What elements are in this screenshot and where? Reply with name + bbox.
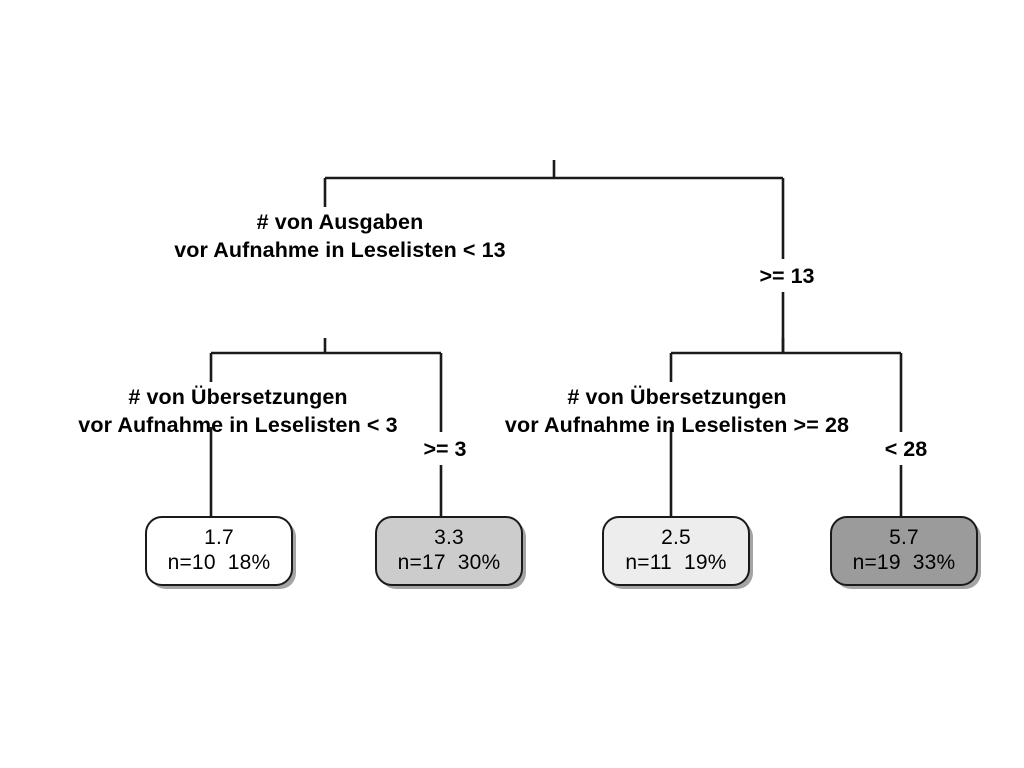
- leaf-node-1-stats: n=10 18%: [167, 551, 271, 574]
- split-node-right: # von Übersetzungen vor Aufnahme in Lese…: [457, 384, 897, 439]
- split-node-right-line2: vor Aufnahme in Leselisten >= 28: [504, 412, 850, 437]
- split-node-right-line1: # von Übersetzungen: [567, 385, 787, 409]
- leaf-node-2-stats: n=17 30%: [397, 551, 501, 574]
- leaf-node-1-value: 1.7: [204, 526, 234, 550]
- split-node-left-line1: # von Übersetzungen: [128, 385, 348, 409]
- branch-label-root-right: >= 13: [759, 264, 815, 288]
- split-node-left-line2: vor Aufnahme in Leselisten < 3: [78, 412, 398, 437]
- split-node-left: # von Übersetzungen vor Aufnahme in Lese…: [28, 384, 448, 439]
- leaf-node-3-value: 2.5: [661, 526, 691, 550]
- branch-label-right-right: < 28: [884, 437, 928, 461]
- leaf-node-4-value: 5.7: [889, 526, 919, 550]
- split-node-root-line2: vor Aufnahme in Leselisten < 13: [174, 237, 506, 262]
- leaf-node-2-value: 3.3: [434, 526, 464, 550]
- leaf-node-4-stats: n=19 33%: [852, 551, 956, 574]
- leaf-node-4: 5.7 n=19 33%: [830, 516, 978, 586]
- split-node-root-line1: # von Ausgaben: [256, 210, 424, 234]
- leaf-node-1: 1.7 n=10 18%: [145, 516, 293, 586]
- leaf-node-3-stats: n=11 19%: [625, 551, 727, 574]
- split-node-root: # von Ausgaben vor Aufnahme in Leseliste…: [130, 209, 550, 264]
- branch-label-left-right: >= 3: [423, 437, 467, 461]
- leaf-node-3: 2.5 n=11 19%: [602, 516, 750, 586]
- leaf-node-2: 3.3 n=17 30%: [375, 516, 523, 586]
